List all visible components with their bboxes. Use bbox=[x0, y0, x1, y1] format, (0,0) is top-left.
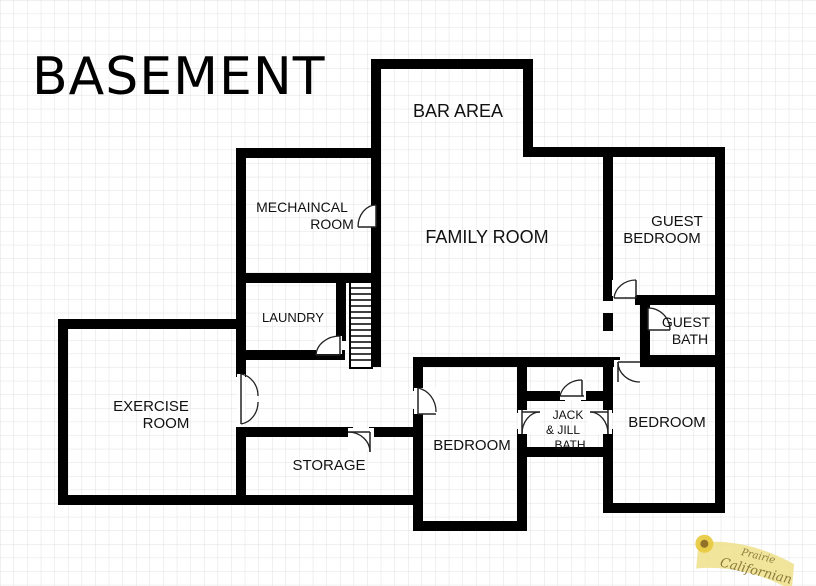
label-jack-jill-line1: JACK bbox=[553, 408, 584, 422]
door-jack-jill-left bbox=[518, 410, 541, 435]
label-jack-jill-line3: BATH bbox=[554, 438, 585, 452]
wall-bar-area bbox=[371, 59, 610, 367]
plan-title: BASEMENT bbox=[32, 47, 326, 107]
label-laundry: LAUNDRY bbox=[262, 310, 324, 325]
wall-center-bedroom-2 bbox=[413, 409, 527, 531]
stairs bbox=[349, 281, 373, 369]
wall-guest-bedroom bbox=[600, 147, 725, 305]
label-bedroom-center: BEDROOM bbox=[433, 437, 511, 454]
label-mechanical-line1: MECHAINCAL bbox=[256, 199, 348, 215]
door-jack-jill-top bbox=[559, 379, 586, 400]
door-jack-jill-right bbox=[588, 410, 612, 435]
label-bedroom-right: BEDROOM bbox=[628, 414, 706, 431]
door-laundry bbox=[315, 335, 342, 356]
label-jack-jill-line2: & JILL bbox=[546, 423, 580, 437]
door-right-bedroom bbox=[614, 360, 641, 384]
room-labels: BAR AREA FAMILY ROOM MECHAINCAL ROOM GUE… bbox=[113, 101, 710, 474]
label-bar-area: BAR AREA bbox=[413, 101, 503, 121]
wall-right-bedroom-2 bbox=[603, 355, 725, 513]
wall-exercise bbox=[58, 319, 246, 505]
door-guest-bath bbox=[647, 307, 672, 331]
label-mechanical-line2: ROOM bbox=[310, 216, 354, 232]
walls bbox=[58, 59, 725, 531]
door-storage bbox=[347, 428, 374, 453]
doors bbox=[237, 204, 672, 453]
label-family-room: FAMILY ROOM bbox=[425, 227, 548, 247]
label-guest-bedroom-line2: BEDROOM bbox=[623, 230, 701, 247]
label-guest-bath-line1: GUEST bbox=[662, 314, 711, 330]
door-exercise bbox=[237, 373, 259, 425]
label-guest-bedroom-line1: GUEST bbox=[651, 213, 703, 230]
door-mechanical bbox=[357, 204, 377, 228]
door-guest-bedroom bbox=[612, 279, 637, 299]
label-exercise-line2: ROOM bbox=[143, 415, 190, 432]
wall-mechanical bbox=[236, 148, 381, 283]
door-center-bedroom bbox=[414, 387, 438, 415]
label-guest-bath-line2: BATH bbox=[672, 331, 708, 347]
label-storage: STORAGE bbox=[292, 457, 365, 474]
label-exercise-line1: EXERCISE bbox=[113, 398, 189, 415]
